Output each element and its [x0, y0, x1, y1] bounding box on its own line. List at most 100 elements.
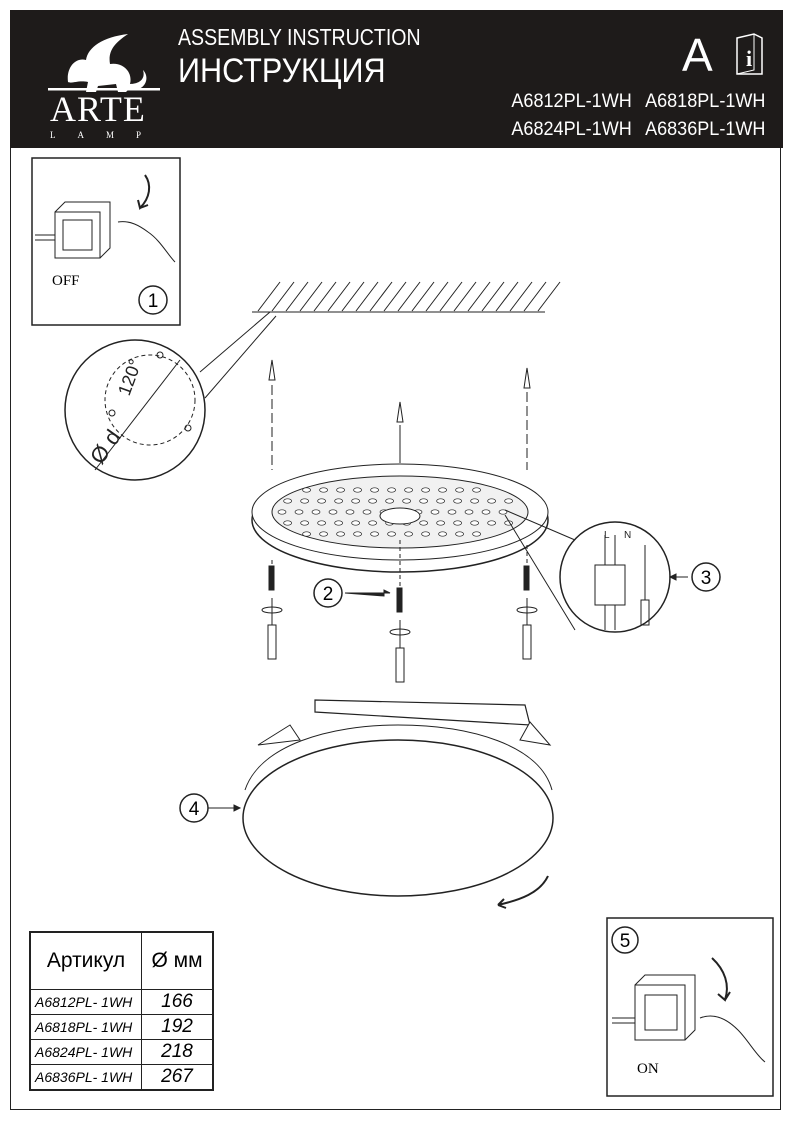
- plate-hole: [334, 520, 343, 526]
- hatch-line: [425, 281, 449, 312]
- model-list: A6812PL-1WH A6818PL-1WH A6824PL-1WH A6836P…: [498, 88, 765, 144]
- off-label: OFF: [52, 273, 80, 289]
- hatch-line: [411, 281, 435, 312]
- angle-label: 120°: [114, 356, 146, 398]
- plate-hole: [419, 498, 428, 504]
- svg-text:i: i: [746, 46, 752, 71]
- plate-hole: [336, 487, 345, 493]
- plate-hole: [368, 498, 377, 504]
- hatch-line: [523, 281, 547, 312]
- plate-hole: [487, 498, 496, 504]
- plate-hole: [487, 520, 496, 526]
- model-code: A6818PL-1WH: [644, 91, 765, 112]
- plate-hole: [453, 520, 462, 526]
- hatch-line: [383, 281, 407, 312]
- diameter-cell: 218: [141, 1039, 214, 1065]
- plate-hole: [421, 531, 430, 537]
- plate-hole: [294, 509, 304, 515]
- plate-hole: [319, 487, 328, 493]
- plate-hole: [430, 509, 440, 515]
- plate-hole: [447, 509, 457, 515]
- column-header-diameter: Ø мм: [141, 931, 214, 990]
- plate-hole: [353, 531, 362, 537]
- hatch-line: [439, 281, 463, 312]
- hatch-line: [355, 281, 379, 312]
- hatch-line: [509, 281, 533, 312]
- plate-hole: [300, 498, 309, 504]
- griffin-logo-icon: [48, 34, 160, 92]
- hatch-line: [495, 281, 519, 312]
- arrow-up-icon: [711, 957, 731, 1002]
- on-label: ON: [637, 1061, 659, 1077]
- plate-hole: [302, 487, 311, 493]
- step-number: 4: [189, 799, 200, 820]
- lamp-shade: [208, 699, 554, 909]
- wire-n-label: N: [624, 530, 631, 541]
- model-code: A6836PL-1WH: [644, 119, 765, 140]
- mounting-hole-detail: 120° Ø d: [64, 311, 277, 481]
- plate-hole: [402, 498, 411, 504]
- diameter-cell: 267: [141, 1064, 214, 1091]
- plate-hole: [481, 509, 491, 515]
- screws-and-screwdrivers: [261, 540, 538, 683]
- article-cell: A6824PL- 1WH: [29, 1039, 142, 1065]
- hatch-line: [397, 281, 421, 312]
- model-code: A6824PL-1WH: [510, 119, 632, 140]
- plate-hole: [345, 509, 355, 515]
- hatch-line: [285, 281, 309, 312]
- hatch-line: [299, 281, 323, 312]
- plate-hole: [470, 520, 479, 526]
- screwdriver-icon: [640, 545, 650, 626]
- ceiling-hatch: [252, 281, 561, 313]
- info-book-icon: i: [736, 33, 763, 75]
- model-code: A6812PL-1WH: [510, 91, 632, 112]
- plate-hole: [419, 520, 428, 526]
- article-cell: A6818PL- 1WH: [29, 1014, 142, 1040]
- article-cell: A6812PL- 1WH: [29, 989, 142, 1015]
- header-band: ARTE LAMP ASSEMBLY INSTRUCTION ИНСТРУКЦИ…: [10, 10, 783, 148]
- plate-hole: [370, 531, 379, 537]
- step-number: 3: [701, 568, 712, 589]
- plate-hole: [277, 509, 287, 515]
- brand-subtitle: LAMP: [50, 130, 164, 140]
- plate-hole: [302, 531, 311, 537]
- plate-hole: [436, 498, 445, 504]
- plate-hole: [334, 498, 343, 504]
- hatch-line: [313, 281, 337, 312]
- plate-hole: [472, 487, 481, 493]
- plate-hole: [421, 487, 430, 493]
- plate-hole: [385, 498, 394, 504]
- title-russian: ИНСТРУКЦИЯ: [178, 52, 386, 90]
- plate-hole: [283, 520, 292, 526]
- plate-hole: [455, 531, 464, 537]
- plate-hole: [300, 520, 309, 526]
- column-header-article: Артикул: [29, 931, 142, 990]
- step-number: 1: [148, 291, 159, 312]
- plate-hole: [370, 487, 379, 493]
- brand-name: ARTE: [50, 89, 146, 129]
- plate-hole: [353, 487, 362, 493]
- title-english: ASSEMBLY INSTRUCTION: [178, 24, 421, 50]
- step-number: 5: [620, 931, 631, 952]
- plate-hole: [317, 520, 326, 526]
- hatch-line: [467, 281, 491, 312]
- plate-hole: [317, 498, 326, 504]
- plate-hole: [362, 509, 372, 515]
- plate-hole: [404, 487, 413, 493]
- plate-hole: [368, 520, 377, 526]
- diameter-cell: 166: [141, 989, 214, 1015]
- mounting-plate: [251, 463, 549, 573]
- plate-hole: [438, 487, 447, 493]
- arrow-down-icon: [137, 174, 151, 210]
- wire-l-label: L: [604, 530, 610, 541]
- plate-hole: [319, 531, 328, 537]
- step-1-power-off: OFF 1: [31, 157, 181, 326]
- wiring-detail: L N: [504, 509, 688, 633]
- rotate-arrow-icon: [497, 875, 549, 909]
- plate-hole: [311, 509, 321, 515]
